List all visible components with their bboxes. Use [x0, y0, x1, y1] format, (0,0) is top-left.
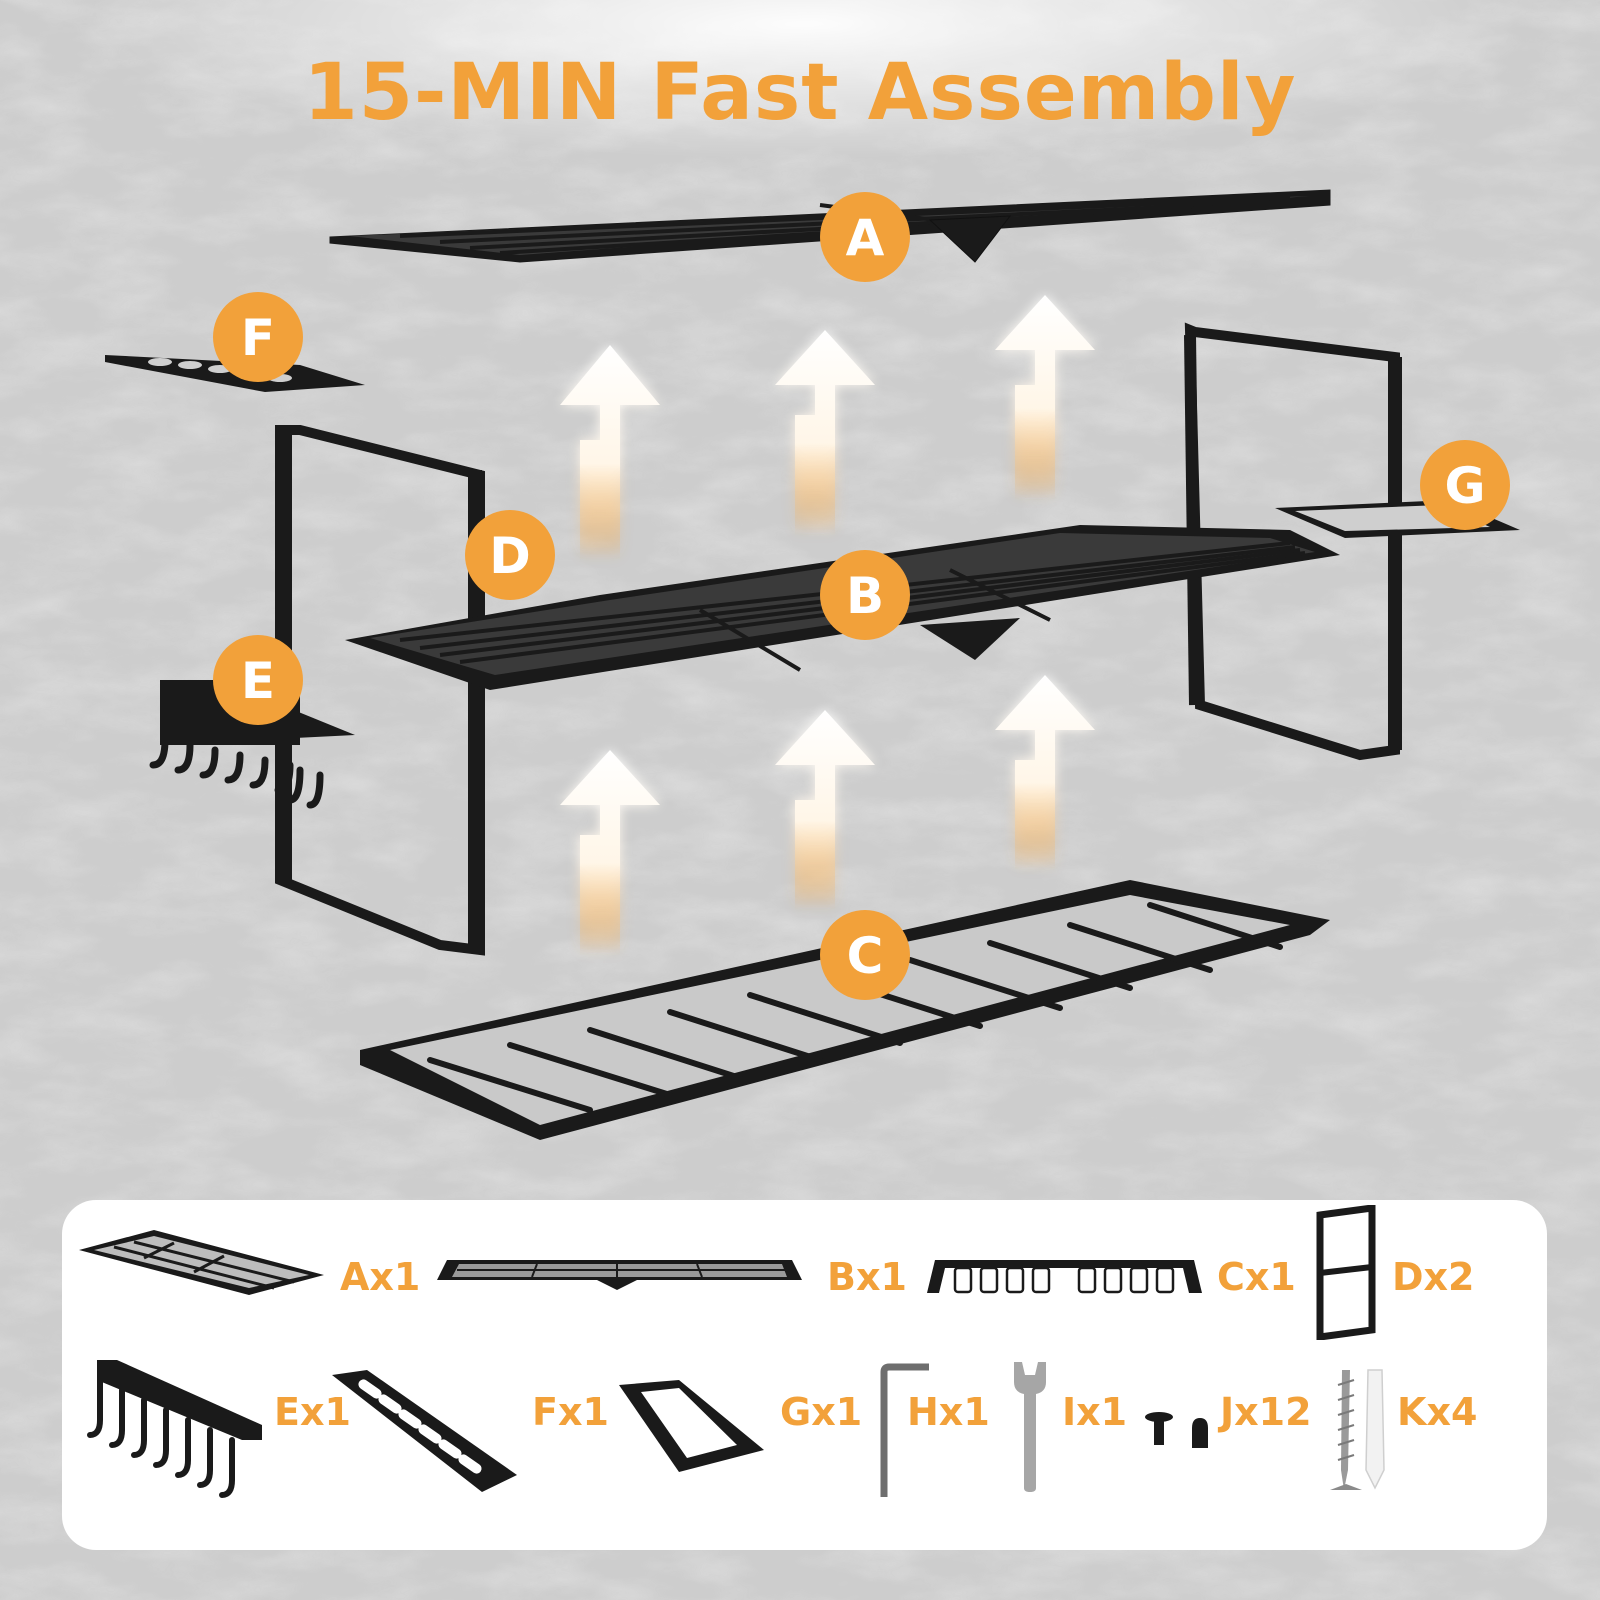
screw-anchor-icon: [1330, 1369, 1385, 1490]
part-j-quantity: Jx12: [1220, 1390, 1312, 1434]
page-title: 15-MIN Fast Assembly: [303, 48, 1297, 138]
up-arrow-icon: [560, 345, 660, 560]
up-arrow-icon: [560, 750, 660, 955]
callout-a: A: [820, 192, 910, 282]
parts-list-panel: Ax1 Bx1 Cx1 Dx2 Ex1: [62, 1200, 1547, 1550]
callout-g-label: G: [1444, 457, 1485, 515]
callout-a-label: A: [846, 209, 885, 267]
assembly-arrows: [560, 295, 1095, 955]
top-shelf-icon: [79, 1230, 324, 1295]
part-a-quantity: Ax1: [340, 1255, 421, 1299]
assembly-diagram: A B C D E F G: [105, 189, 1520, 1140]
part-c-quantity: Cx1: [1217, 1255, 1296, 1299]
side-frame-right: [1184, 322, 1402, 761]
side-frame-left: [275, 425, 485, 956]
part-k-quantity: Kx4: [1397, 1390, 1478, 1434]
part-h-quantity: Hx1: [907, 1390, 990, 1434]
tool-rack: [360, 880, 1330, 1140]
up-arrow-icon: [995, 675, 1095, 870]
side-holder-icon: [619, 1380, 764, 1472]
part-d-quantity: Dx2: [1392, 1255, 1475, 1299]
callout-b: B: [820, 550, 910, 640]
bolt-nut-icon: [1145, 1412, 1208, 1448]
callout-c-label: C: [847, 927, 884, 985]
callout-f: F: [213, 292, 303, 382]
up-arrow-icon: [775, 330, 875, 535]
up-arrow-icon: [995, 295, 1095, 500]
callout-e-label: E: [241, 652, 275, 710]
callout-d-label: D: [489, 527, 531, 585]
callout-f-label: F: [241, 309, 275, 367]
wrench-icon: [1014, 1362, 1046, 1492]
part-g-quantity: Gx1: [780, 1390, 863, 1434]
allen-key-icon: [880, 1363, 929, 1497]
callout-d: D: [465, 510, 555, 600]
tool-rack-icon: [927, 1260, 1202, 1294]
part-f-quantity: Fx1: [532, 1390, 609, 1434]
middle-shelf-icon: [437, 1260, 802, 1290]
part-i-quantity: Ix1: [1062, 1390, 1128, 1434]
callout-g: G: [1420, 440, 1510, 530]
callout-e: E: [213, 635, 303, 725]
callout-b-label: B: [846, 567, 884, 625]
hook-rail-icon: [87, 1360, 262, 1498]
callout-c: C: [820, 910, 910, 1000]
side-frame-icon: [1316, 1205, 1376, 1340]
part-b-quantity: Bx1: [827, 1255, 907, 1299]
part-e-quantity: Ex1: [274, 1390, 351, 1434]
slot-plate-icon: [332, 1370, 517, 1492]
up-arrow-icon: [775, 710, 875, 910]
